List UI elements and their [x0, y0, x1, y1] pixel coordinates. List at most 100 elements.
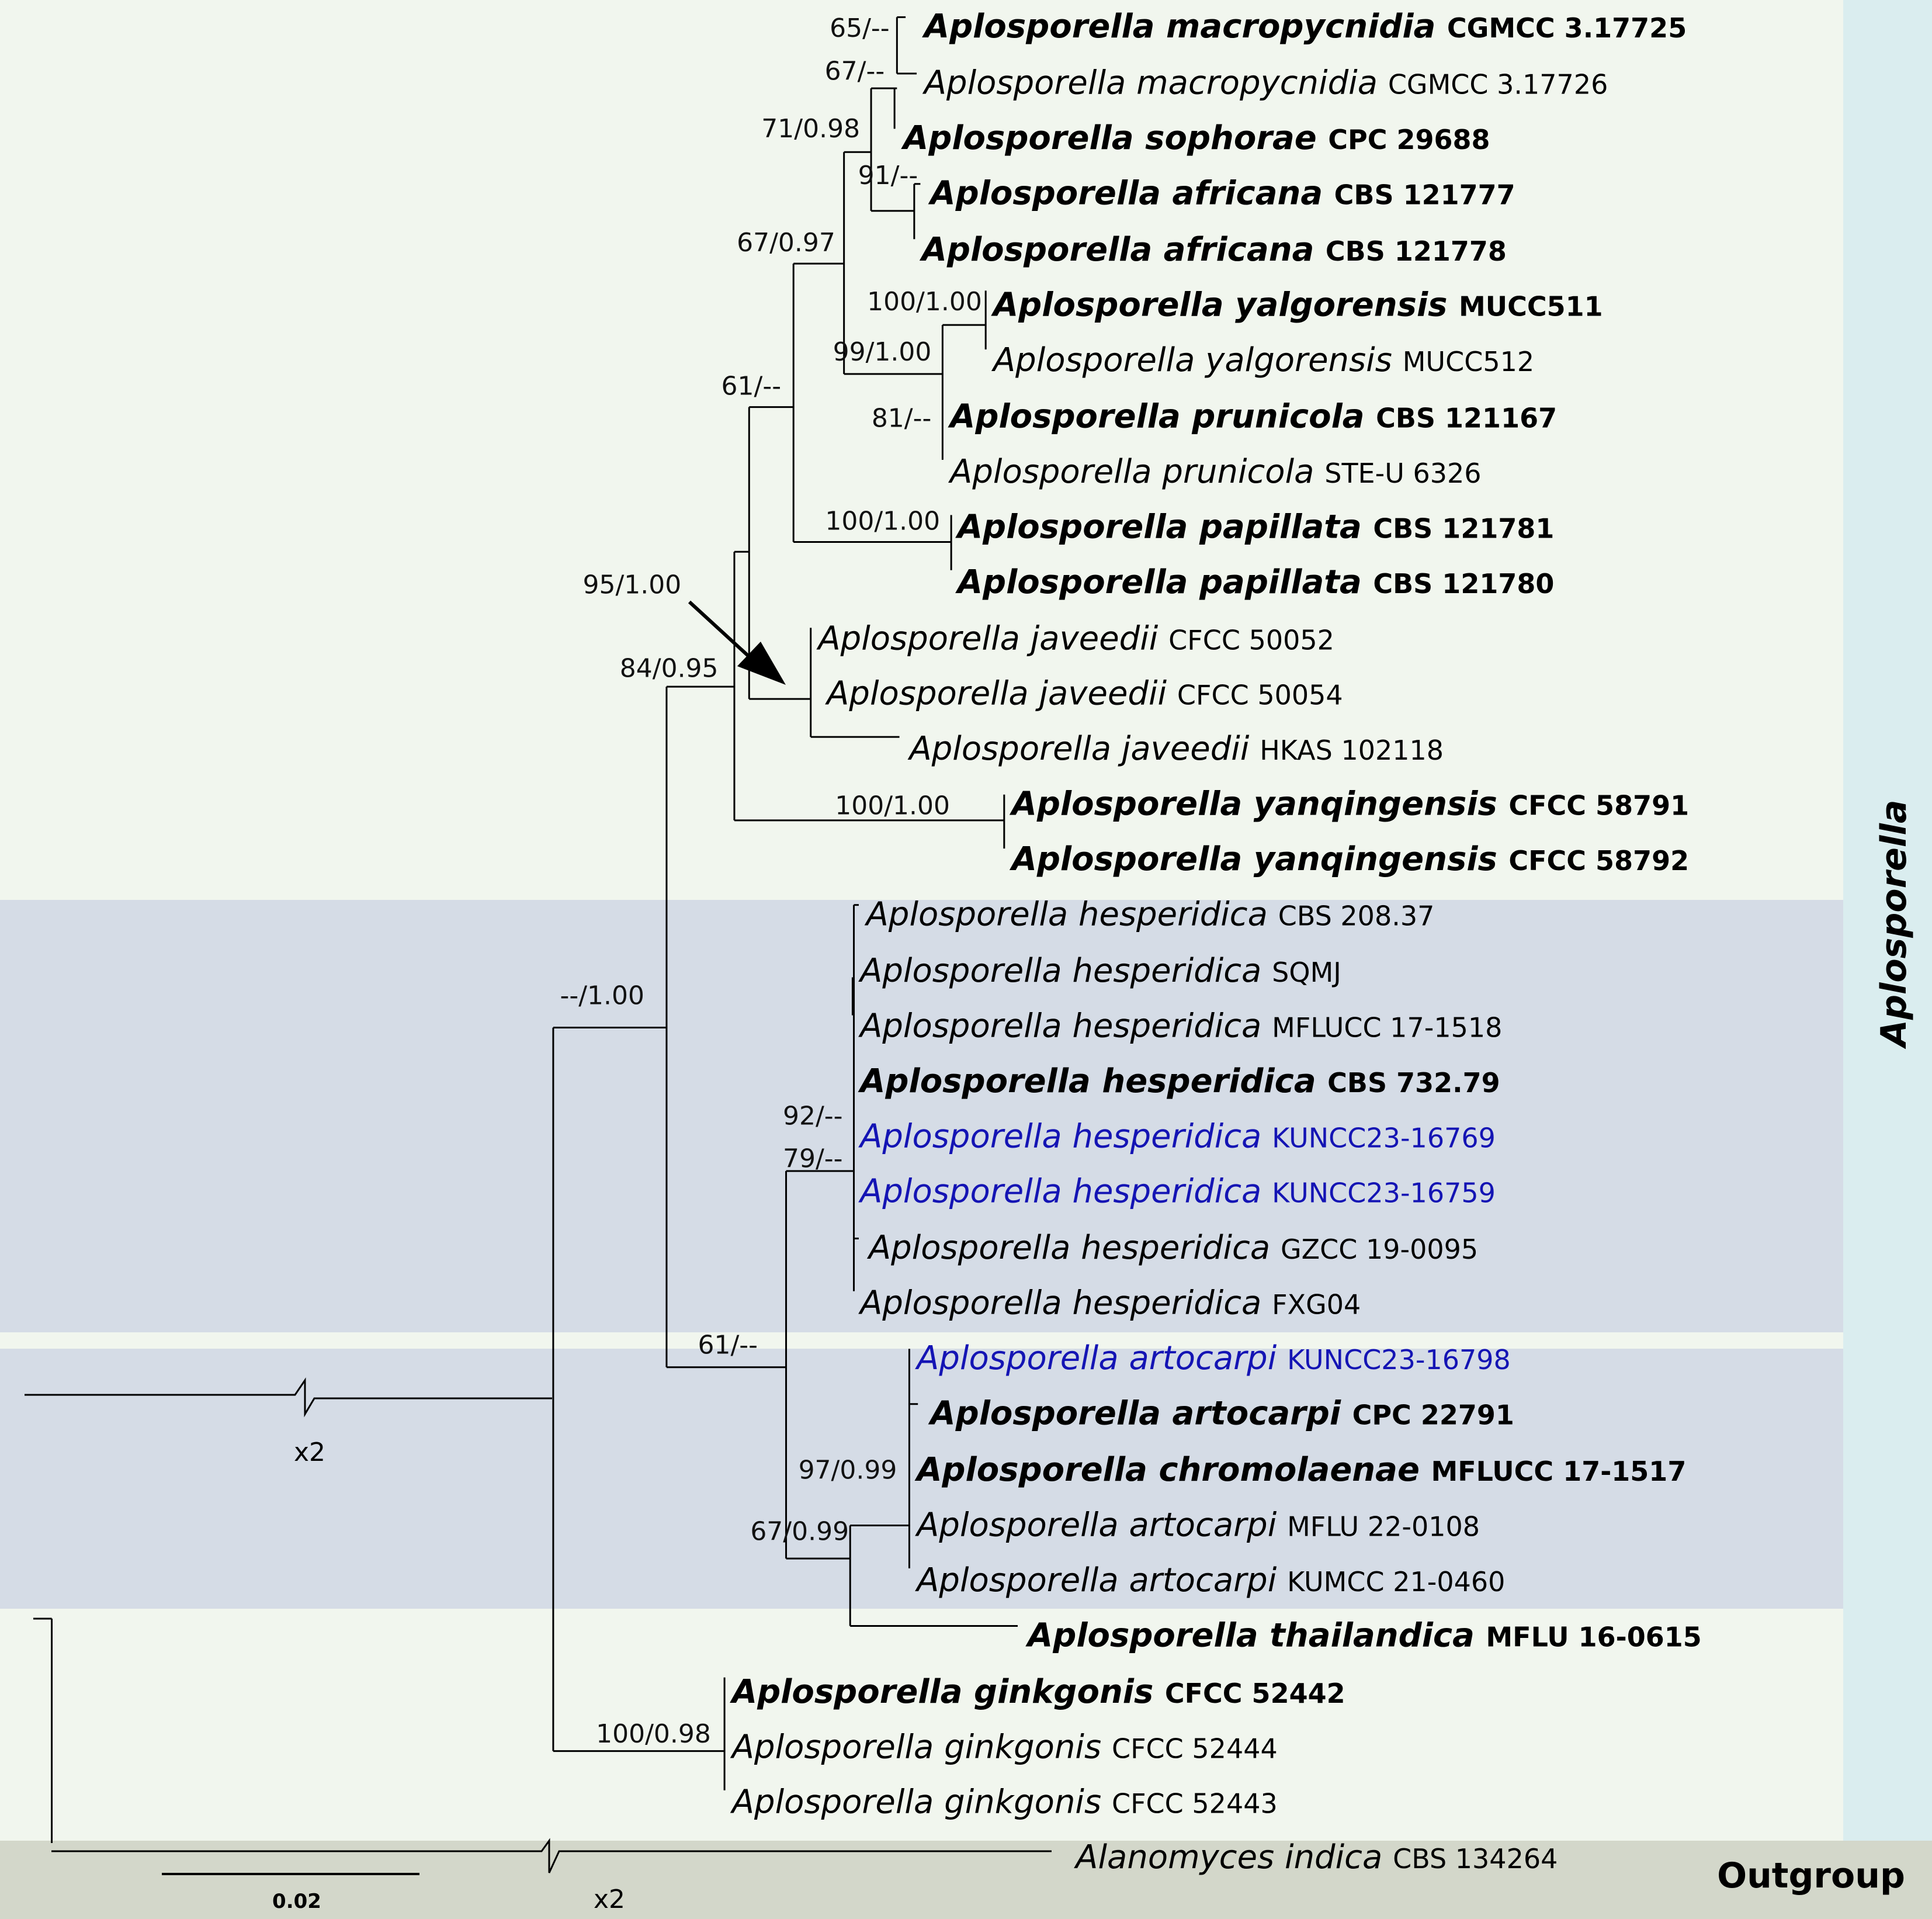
- species-name: Aplosporella africana: [928, 175, 1334, 213]
- species-name: Aplosporella africana: [920, 231, 1326, 269]
- band-hesperidica: [0, 900, 1843, 1332]
- strain-id: STE-U 6326: [1324, 458, 1481, 489]
- species-name: Aplosporella prunicola: [948, 397, 1376, 435]
- species-name: Aplosporella sophorae: [901, 119, 1328, 157]
- taxon-label: Aplosporella chromolaenae MFLUCC 17-1517: [914, 1451, 1686, 1489]
- strain-id: CFCC 52442: [1165, 1678, 1345, 1709]
- strain-id: MFLUCC 17-1517: [1431, 1456, 1686, 1487]
- strain-id: CBS 121780: [1373, 568, 1554, 600]
- strain-id: CBS 121777: [1334, 179, 1515, 211]
- strain-id: GZCC 19-0095: [1281, 1234, 1478, 1265]
- species-name: Aplosporella javeedii: [907, 730, 1260, 768]
- ingroup-label: Aplosporella: [1874, 800, 1914, 1049]
- arrow-pointer: [688, 600, 786, 685]
- species-name: Aplosporella ginkgonis: [730, 1728, 1112, 1766]
- taxon-label: Aplosporella yanqingensis CFCC 58792: [1009, 840, 1689, 878]
- taxon-label: Aplosporella artocarpi KUNCC23-16798: [915, 1339, 1511, 1377]
- support-value: 100/1.00: [867, 287, 982, 317]
- strain-id: CFCC 50052: [1168, 624, 1334, 656]
- taxon-label: Aplosporella hesperidica CBS 732.79: [858, 1062, 1500, 1100]
- taxon-label: Aplosporella ginkgonis CFCC 52444: [730, 1728, 1278, 1766]
- strain-id: SQMJ: [1272, 957, 1341, 988]
- support-value: 99/1.00: [833, 337, 932, 367]
- species-name: Aplosporella artocarpi: [915, 1339, 1287, 1377]
- taxon-label: Aplosporella sophorae CPC 29688: [901, 119, 1490, 157]
- break-mark-ingroup: [25, 1377, 552, 1418]
- support-value: 79/--: [783, 1144, 843, 1174]
- species-name: Aplosporella hesperidica: [865, 895, 1278, 933]
- support-value: 91/--: [858, 161, 918, 190]
- taxon-label: Aplosporella hesperidica KUNCC23-16769: [858, 1117, 1496, 1155]
- band-artocarpi: [0, 1349, 1843, 1609]
- species-name: Aplosporella javeedii: [816, 619, 1168, 657]
- support-value: 71/0.98: [761, 114, 860, 144]
- taxon-label: Aplosporella javeedii CFCC 50052: [816, 619, 1334, 657]
- support-value: 67/--: [825, 56, 885, 86]
- taxon-label: Aplosporella artocarpi KUMCC 21-0460: [915, 1561, 1505, 1599]
- species-name: Aplosporella prunicola: [948, 453, 1324, 491]
- support-value: 92/--: [783, 1101, 843, 1131]
- species-name: Aplosporella papillata: [955, 508, 1373, 546]
- strain-id: CFCC 52444: [1112, 1733, 1278, 1764]
- species-name: Aplosporella yanqingensis: [1009, 785, 1508, 823]
- strain-id: MUCC512: [1403, 346, 1534, 377]
- scale-bar: 0.02: [162, 1873, 419, 1913]
- taxon-label: Aplosporella artocarpi CPC 22791: [928, 1395, 1514, 1433]
- band-ingroup-side: [1843, 0, 1932, 1841]
- band-outgroup: [0, 1841, 1932, 1919]
- strain-id: KUMCC 21-0460: [1287, 1566, 1505, 1598]
- break-mark-label-outgroup: x2: [594, 1885, 625, 1914]
- support-value: 67/0.99: [750, 1517, 849, 1547]
- support-value: 100/0.98: [596, 1719, 711, 1749]
- taxon-label: Aplosporella yanqingensis CFCC 58791: [1009, 785, 1689, 823]
- species-name: Aplosporella javeedii: [825, 675, 1177, 713]
- support-value: 81/--: [872, 403, 932, 433]
- strain-id: MFLUCC 17-1518: [1272, 1012, 1502, 1043]
- taxon-label: Aplosporella ginkgonis CFCC 52443: [730, 1783, 1278, 1821]
- strain-id: MFLU 22-0108: [1287, 1511, 1480, 1542]
- taxon-label: Aplosporella artocarpi MFLU 22-0108: [915, 1506, 1480, 1544]
- support-value: 61/--: [722, 372, 782, 401]
- strain-id: CFCC 58792: [1508, 845, 1689, 877]
- taxon-label: Aplosporella papillata CBS 121780: [955, 563, 1555, 601]
- taxon-label: Aplosporella hesperidica KUNCC23-16759: [858, 1173, 1496, 1211]
- species-name: Aplosporella artocarpi: [915, 1561, 1287, 1599]
- species-name: Aplosporella hesperidica: [867, 1229, 1281, 1267]
- species-name: Aplosporella yanqingensis: [1009, 840, 1508, 878]
- support-value: 100/1.00: [835, 791, 950, 820]
- taxon-label: Aplosporella thailandica MFLU 16-0615: [1025, 1616, 1702, 1654]
- support-value: 97/0.99: [799, 1456, 897, 1485]
- strain-id: CFCC 52443: [1112, 1788, 1278, 1820]
- support-value: 100/1.00: [825, 507, 940, 536]
- strain-id: CBS 121167: [1376, 402, 1557, 434]
- species-name: Aplosporella hesperidica: [858, 1062, 1327, 1100]
- species-name: Aplosporella macropycnidia: [922, 8, 1447, 46]
- taxon-label: Aplosporella macropycnidia CGMCC 3.17725: [922, 8, 1687, 46]
- species-name: Aplosporella artocarpi: [928, 1395, 1352, 1433]
- taxon-label: Aplosporella hesperidica MFLUCC 17-1518: [858, 1007, 1502, 1045]
- species-name: Alanomyces indica: [1074, 1838, 1393, 1876]
- support-values: 65/--67/--71/0.9891/--67/0.97100/1.0099/…: [560, 13, 981, 1749]
- taxon-label: Aplosporella papillata CBS 121781: [955, 508, 1555, 546]
- species-name: Aplosporella ginkgonis: [730, 1673, 1165, 1711]
- strain-id: CBS 208.37: [1278, 900, 1435, 931]
- strain-id: HKAS 102118: [1260, 735, 1444, 766]
- break-mark-label-ingroup: x2: [294, 1437, 325, 1467]
- strain-id: CPC 22791: [1352, 1400, 1514, 1431]
- taxon-label: Aplosporella macropycnidia CGMCC 3.17726: [922, 64, 1608, 102]
- species-name: Aplosporella thailandica: [1025, 1616, 1486, 1654]
- taxon-label: Aplosporella javeedii CFCC 50054: [825, 675, 1343, 713]
- support-value: 65/--: [830, 13, 890, 43]
- strain-id: CFCC 50054: [1177, 680, 1343, 711]
- taxon-label: Aplosporella javeedii HKAS 102118: [907, 730, 1444, 768]
- taxon-label: Aplosporella ginkgonis CFCC 52442: [730, 1673, 1345, 1711]
- taxon-label: Aplosporella hesperidica GZCC 19-0095: [867, 1229, 1478, 1267]
- species-name: Aplosporella papillata: [955, 563, 1373, 601]
- taxon-label: Alanomyces indica CBS 134264: [1074, 1838, 1558, 1876]
- support-value: 61/--: [698, 1331, 758, 1360]
- strain-id: CBS 121778: [1326, 235, 1507, 267]
- taxon-label: Aplosporella yalgorensis MUCC511: [991, 286, 1603, 324]
- strain-id: MFLU 16-0615: [1486, 1621, 1701, 1653]
